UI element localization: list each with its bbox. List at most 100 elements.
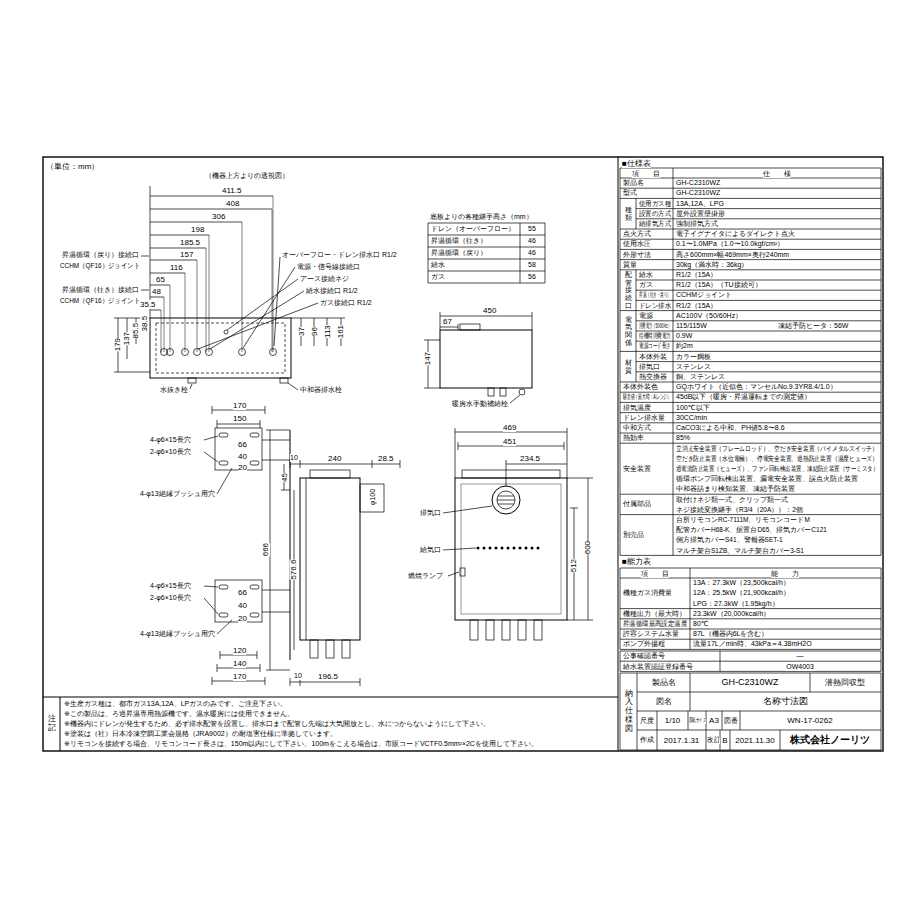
- drawing-label: 強制排気方式: [676, 220, 718, 228]
- side-view: [219, 461, 228, 465]
- plan-view: [291, 318, 345, 346]
- drawing-label: 昇温循環（戻り）: [431, 249, 487, 257]
- table-rule: [620, 310, 881, 311]
- drawing-label: R1/2（15A）（TU接続可）: [676, 281, 762, 289]
- front-view: [497, 491, 515, 509]
- plan-view: [150, 196, 273, 310]
- side-view: [219, 613, 228, 617]
- drawing-label: 尺度: [640, 717, 654, 725]
- drawing-label: 給排気方式: [639, 220, 671, 228]
- table-rules: [428, 168, 881, 750]
- drawing-label: 能 力: [771, 570, 799, 578]
- drawing-label: 28.5: [378, 454, 394, 463]
- drawing-label: （機器上方よりの透視図）: [205, 172, 289, 180]
- drawing-label: R1/2（15A）: [676, 302, 717, 310]
- drawing-label: 2-φ6×10長穴: [150, 594, 191, 602]
- drawing-label: 改訂: [707, 736, 720, 744]
- dimension-text: 512: [569, 559, 578, 572]
- drawing-label: 付属部品: [623, 500, 651, 508]
- table-rule: [620, 568, 881, 569]
- table-rule: [636, 218, 881, 219]
- table-rule: [720, 651, 721, 671]
- vertical-text: 配管接続口: [625, 271, 632, 309]
- drawing-label: 電子イグナイタによるダイレクト点火: [676, 230, 795, 238]
- drawing-label: 熱交換器: [639, 373, 667, 381]
- front-view: [525, 547, 528, 550]
- front-view: [570, 508, 578, 620]
- drawing-label: 電源・信号線接続口: [297, 263, 360, 271]
- drawing-label: 2-φ6×10長穴: [150, 448, 191, 456]
- drawing-label: 給水: [639, 271, 653, 279]
- table-rule: [740, 711, 741, 730]
- drawing-label: 給水接続口 R1/2: [306, 287, 358, 295]
- drawing-label: 185.5: [180, 238, 200, 247]
- drawing-label: 157: [180, 250, 193, 259]
- drawing-label: 66: [238, 440, 247, 449]
- drawing-label: 名称寸法図: [763, 696, 808, 706]
- drawing-label: 空だき防止装置（水位電極）、停電安全装置、過熱防止装置（温度ヒューズ）: [676, 455, 878, 462]
- table-rule: [636, 341, 881, 342]
- drawing-label: 図番: [724, 717, 738, 725]
- drawing-label: 13A：27.3kW（23,500kcal/h）: [693, 579, 790, 587]
- drawing-label: 411.5: [222, 186, 241, 195]
- drawing-label: カラー鋼板: [676, 353, 711, 361]
- plan-view: [194, 349, 201, 356]
- drawing-label: 潜熱回収型: [825, 678, 865, 687]
- frame: [618, 157, 619, 751]
- drawing-label: 20: [238, 463, 247, 472]
- side-top-view: [424, 340, 440, 388]
- drawing-label: アース接続ネジ: [300, 275, 349, 283]
- front-view: [462, 470, 560, 478]
- drawing-label: 170: [233, 672, 246, 681]
- table-rule: [780, 730, 781, 750]
- table-rule: [620, 168, 621, 555]
- side-top-view: [488, 388, 494, 396]
- drawing-label: 項 目: [641, 570, 669, 578]
- side-view: [326, 640, 334, 658]
- side-top-view: [510, 395, 520, 403]
- drawing-label: 昇温循環（往き）接続口: [62, 286, 139, 294]
- side-view: [212, 651, 265, 685]
- dimension-text: 600: [583, 541, 592, 554]
- drawing-label: 昇温（往き・戻り）: [639, 291, 671, 299]
- drawing-label: 銅、ステンレス: [676, 373, 725, 381]
- drawing-label: 4-φ6×15長穴: [150, 436, 191, 444]
- drawing-label: 56: [528, 273, 536, 281]
- front-view: [486, 620, 494, 640]
- table-rule: [428, 235, 545, 236]
- drawing-label: 140: [233, 659, 246, 668]
- table-rule: [620, 673, 881, 674]
- drawing-label: 項 目: [632, 170, 660, 178]
- drawing-label: 型式: [623, 189, 637, 197]
- vertical-text: 注記: [48, 715, 56, 733]
- table-rule: [636, 331, 881, 332]
- drawing-label: 40: [238, 601, 247, 610]
- plan-view: [270, 349, 277, 356]
- drawing-label: ドレン排水量: [623, 414, 665, 422]
- drawing-label: 46: [528, 237, 536, 245]
- side-top-view: [500, 388, 506, 396]
- drawing-label: 使用ガス種: [639, 200, 671, 208]
- table-rule: [428, 259, 545, 260]
- drawing-label: ドレン（オーバーフロー）: [431, 225, 515, 233]
- table-rule: [428, 223, 429, 283]
- drawing-label: 35.5: [140, 300, 156, 309]
- drawing-label: 水抜き栓: [160, 386, 188, 394]
- vertical-text: 納入仕様図: [625, 690, 633, 734]
- drawing-label: GH-C2310WZ: [721, 677, 778, 687]
- drawing-label: 昇温循環最高設定温度: [623, 620, 687, 628]
- dimension-text: 161: [336, 325, 345, 338]
- table-rule: [620, 649, 881, 650]
- drawing-label: 4-φ6×15長穴: [150, 582, 191, 590]
- vertical-text: 材質: [625, 359, 632, 374]
- drawing-label: 作成: [640, 736, 654, 744]
- drawing-label: 1/10: [665, 716, 681, 725]
- drawing-label: OW4003: [786, 663, 814, 671]
- plan-view: [224, 330, 228, 334]
- front-view: [531, 547, 534, 550]
- drawing-label: 排気口: [420, 509, 441, 517]
- table-rule: [636, 198, 637, 229]
- front-view: [483, 547, 486, 550]
- front-view: [455, 428, 567, 486]
